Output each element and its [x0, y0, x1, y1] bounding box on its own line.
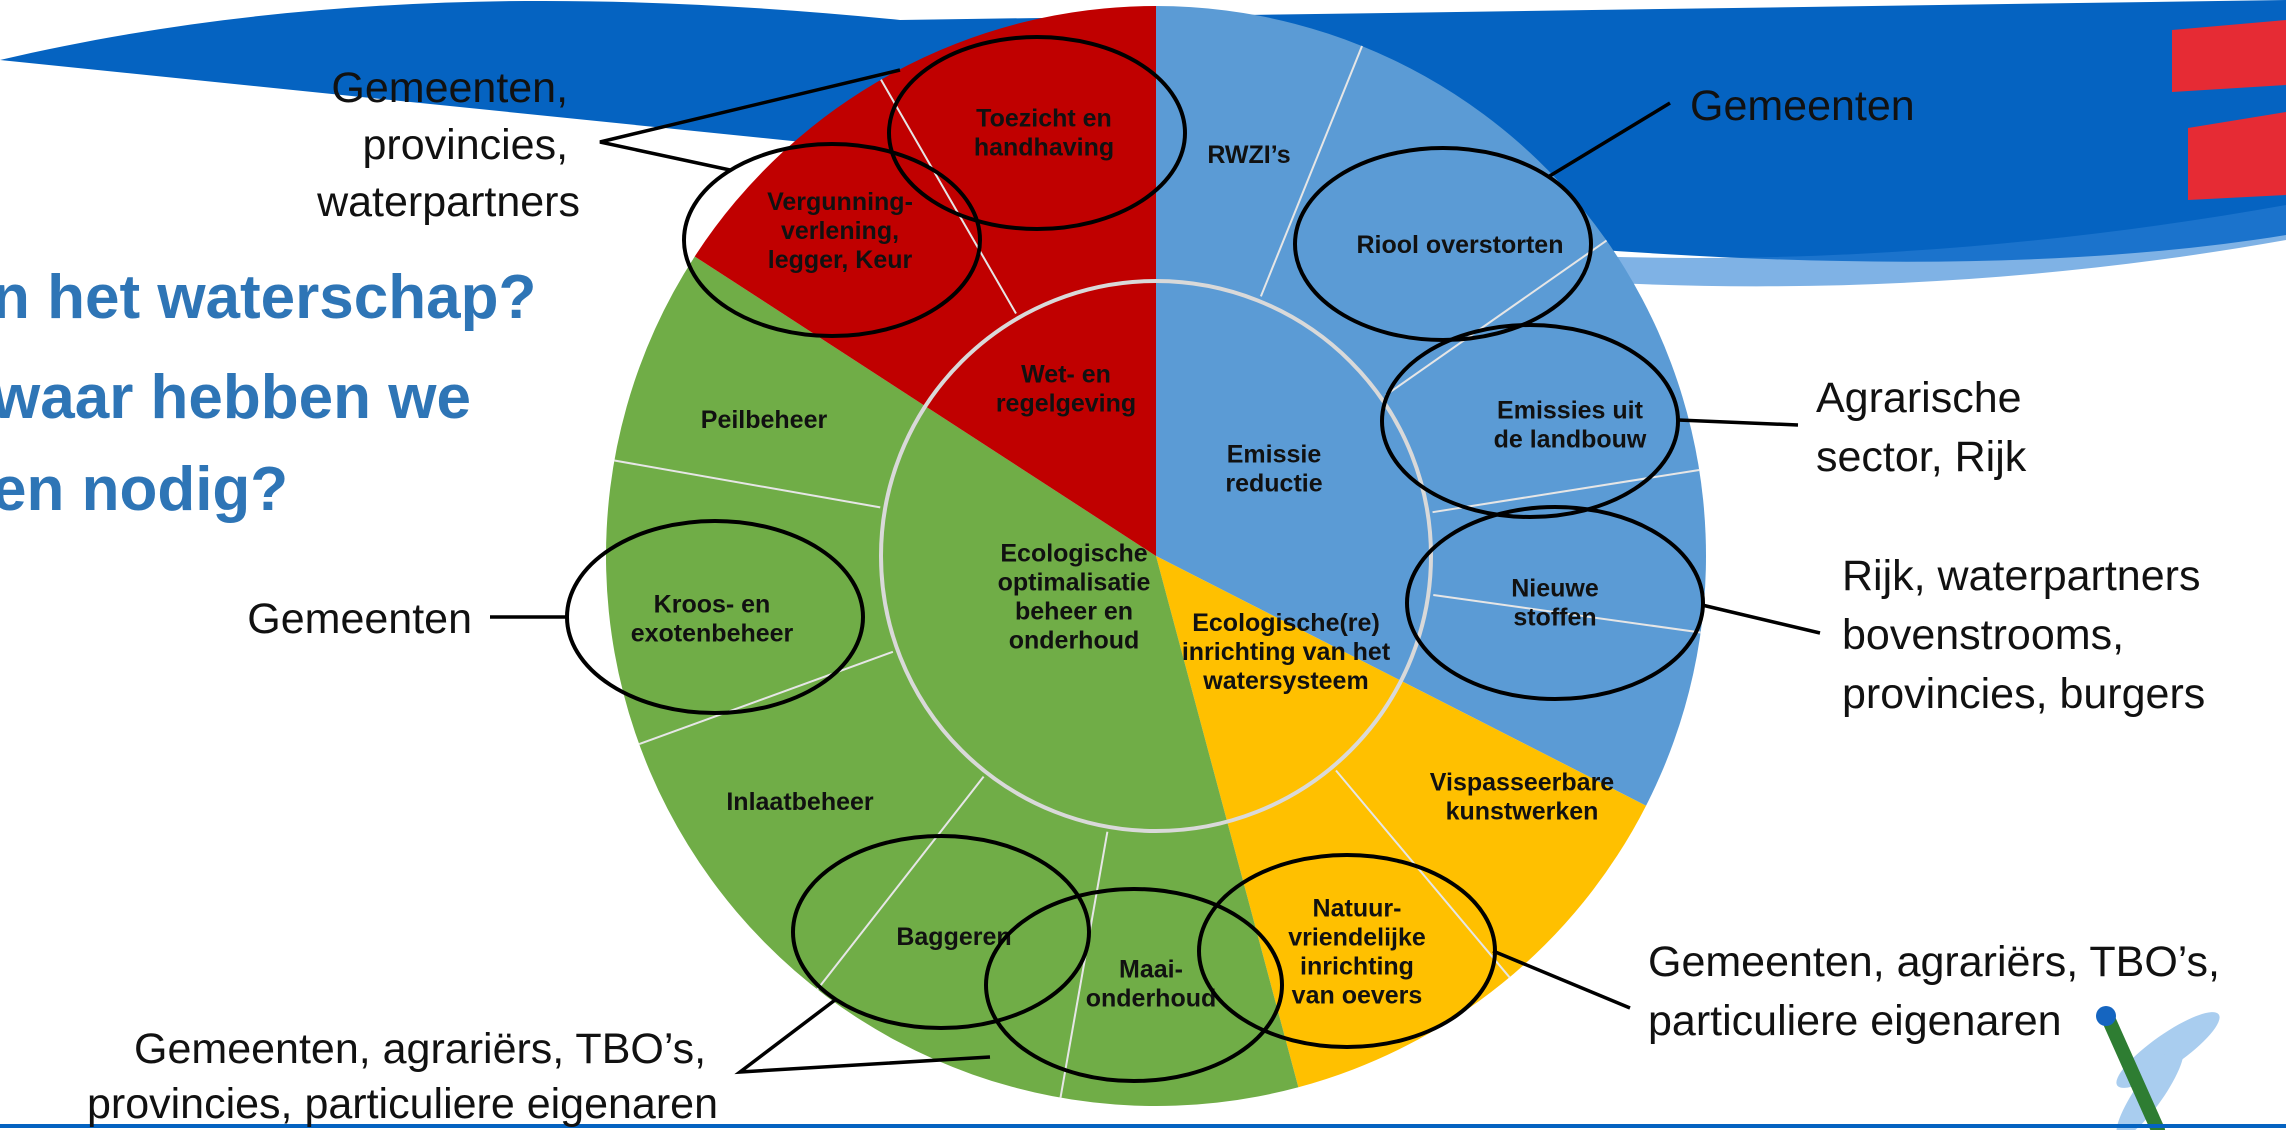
- heading-line-3: en nodig?: [0, 455, 288, 524]
- heading-line-1: n het waterschap?: [0, 263, 536, 332]
- ring-riool: [1293, 146, 1593, 342]
- note-rijk-waterpartners: Rijk, waterpartners bovenstrooms, provin…: [1842, 552, 2212, 718]
- divider-rwzi-riool: [1259, 45, 1363, 297]
- label-peilbeheer: Peilbeheer: [701, 406, 828, 434]
- divider-vis-natuur: [1335, 769, 1511, 978]
- sector-ecologische-inrichting: [1156, 556, 1647, 1088]
- label-rwzi: RWZI’s: [1207, 141, 1290, 169]
- leader-topleft: [599, 68, 901, 172]
- label-baggeren: Baggeren: [896, 923, 1011, 951]
- divider-riool-emissies: [1384, 239, 1608, 397]
- divider-baggeren-inlaat: [816, 776, 985, 991]
- leader-lines: [490, 68, 1821, 1075]
- leader-topright: [1547, 101, 1671, 179]
- divider-maai-baggeren: [1059, 831, 1109, 1098]
- sector-ecologische-optimalisatie: [605, 256, 1299, 1107]
- ring-maai: [984, 887, 1284, 1083]
- note-gemeenten-kroos: Gemeenten: [247, 595, 472, 643]
- ring-nieuwe-stoffen: [1405, 505, 1705, 701]
- inner-ring: [879, 279, 1433, 833]
- note-agrarische-sector: Agrarische sector, Rijk: [1816, 374, 2033, 481]
- brand-mark-bottom: [2188, 112, 2286, 200]
- leader-natuur: [1492, 949, 1631, 1010]
- label-riool-overstorten: Riool overstorten: [1357, 231, 1564, 259]
- ring-toezicht: [887, 35, 1187, 231]
- leader-rijk: [1701, 603, 1821, 635]
- label-inlaatbeheer: Inlaatbeheer: [726, 788, 874, 816]
- divider-vergunning-toezicht: [880, 79, 1017, 315]
- leader-bottom: [734, 998, 991, 1075]
- note-gemeenten-agrariers-bottom: Gemeenten, agrariërs, TBO’s, provincies,…: [87, 1025, 718, 1128]
- note-gemeenten-top: Gemeenten: [1690, 82, 1915, 130]
- note-gemeenten-provincies: Gemeenten, provincies, waterpartners: [316, 64, 580, 226]
- sector-emissie-reductie: [1156, 6, 1706, 806]
- ring-baggeren: [791, 834, 1091, 1030]
- divider-inlaat-kroos: [638, 650, 894, 746]
- label-maai-onderhoud: Maai-onderhoud: [1086, 956, 1217, 1013]
- sector-dividers: [614, 45, 1701, 1098]
- heading-line-2: waar hebben we: [0, 363, 471, 432]
- brand-mark-top: [2172, 20, 2286, 92]
- dragonfly-logo: [2096, 1006, 2220, 1130]
- divider-stoffen-edge: [1433, 593, 1701, 634]
- divider-emissies-stoffen: [1432, 468, 1700, 514]
- label-vergunningverlening: Vergunning-verlening,legger, Keur: [767, 188, 913, 274]
- ring-vergunning: [682, 142, 982, 338]
- divider-kroos-peil: [614, 459, 881, 509]
- note-gemeenten-agrariers-right: Gemeenten, agrariërs, TBO’s, particulier…: [1648, 938, 2232, 1045]
- leader-agrarisch: [1677, 418, 1799, 427]
